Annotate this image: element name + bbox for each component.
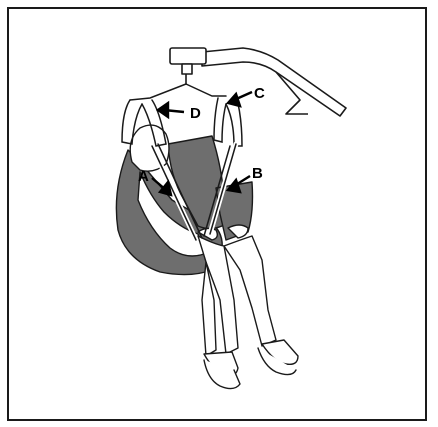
arrow-c (228, 92, 252, 106)
callout-label-a: A (138, 168, 149, 185)
callout-label-c: C (254, 85, 265, 102)
callout-label-d: D (190, 105, 201, 122)
arrow-d (158, 103, 184, 117)
callout-label-b: B (252, 165, 263, 182)
